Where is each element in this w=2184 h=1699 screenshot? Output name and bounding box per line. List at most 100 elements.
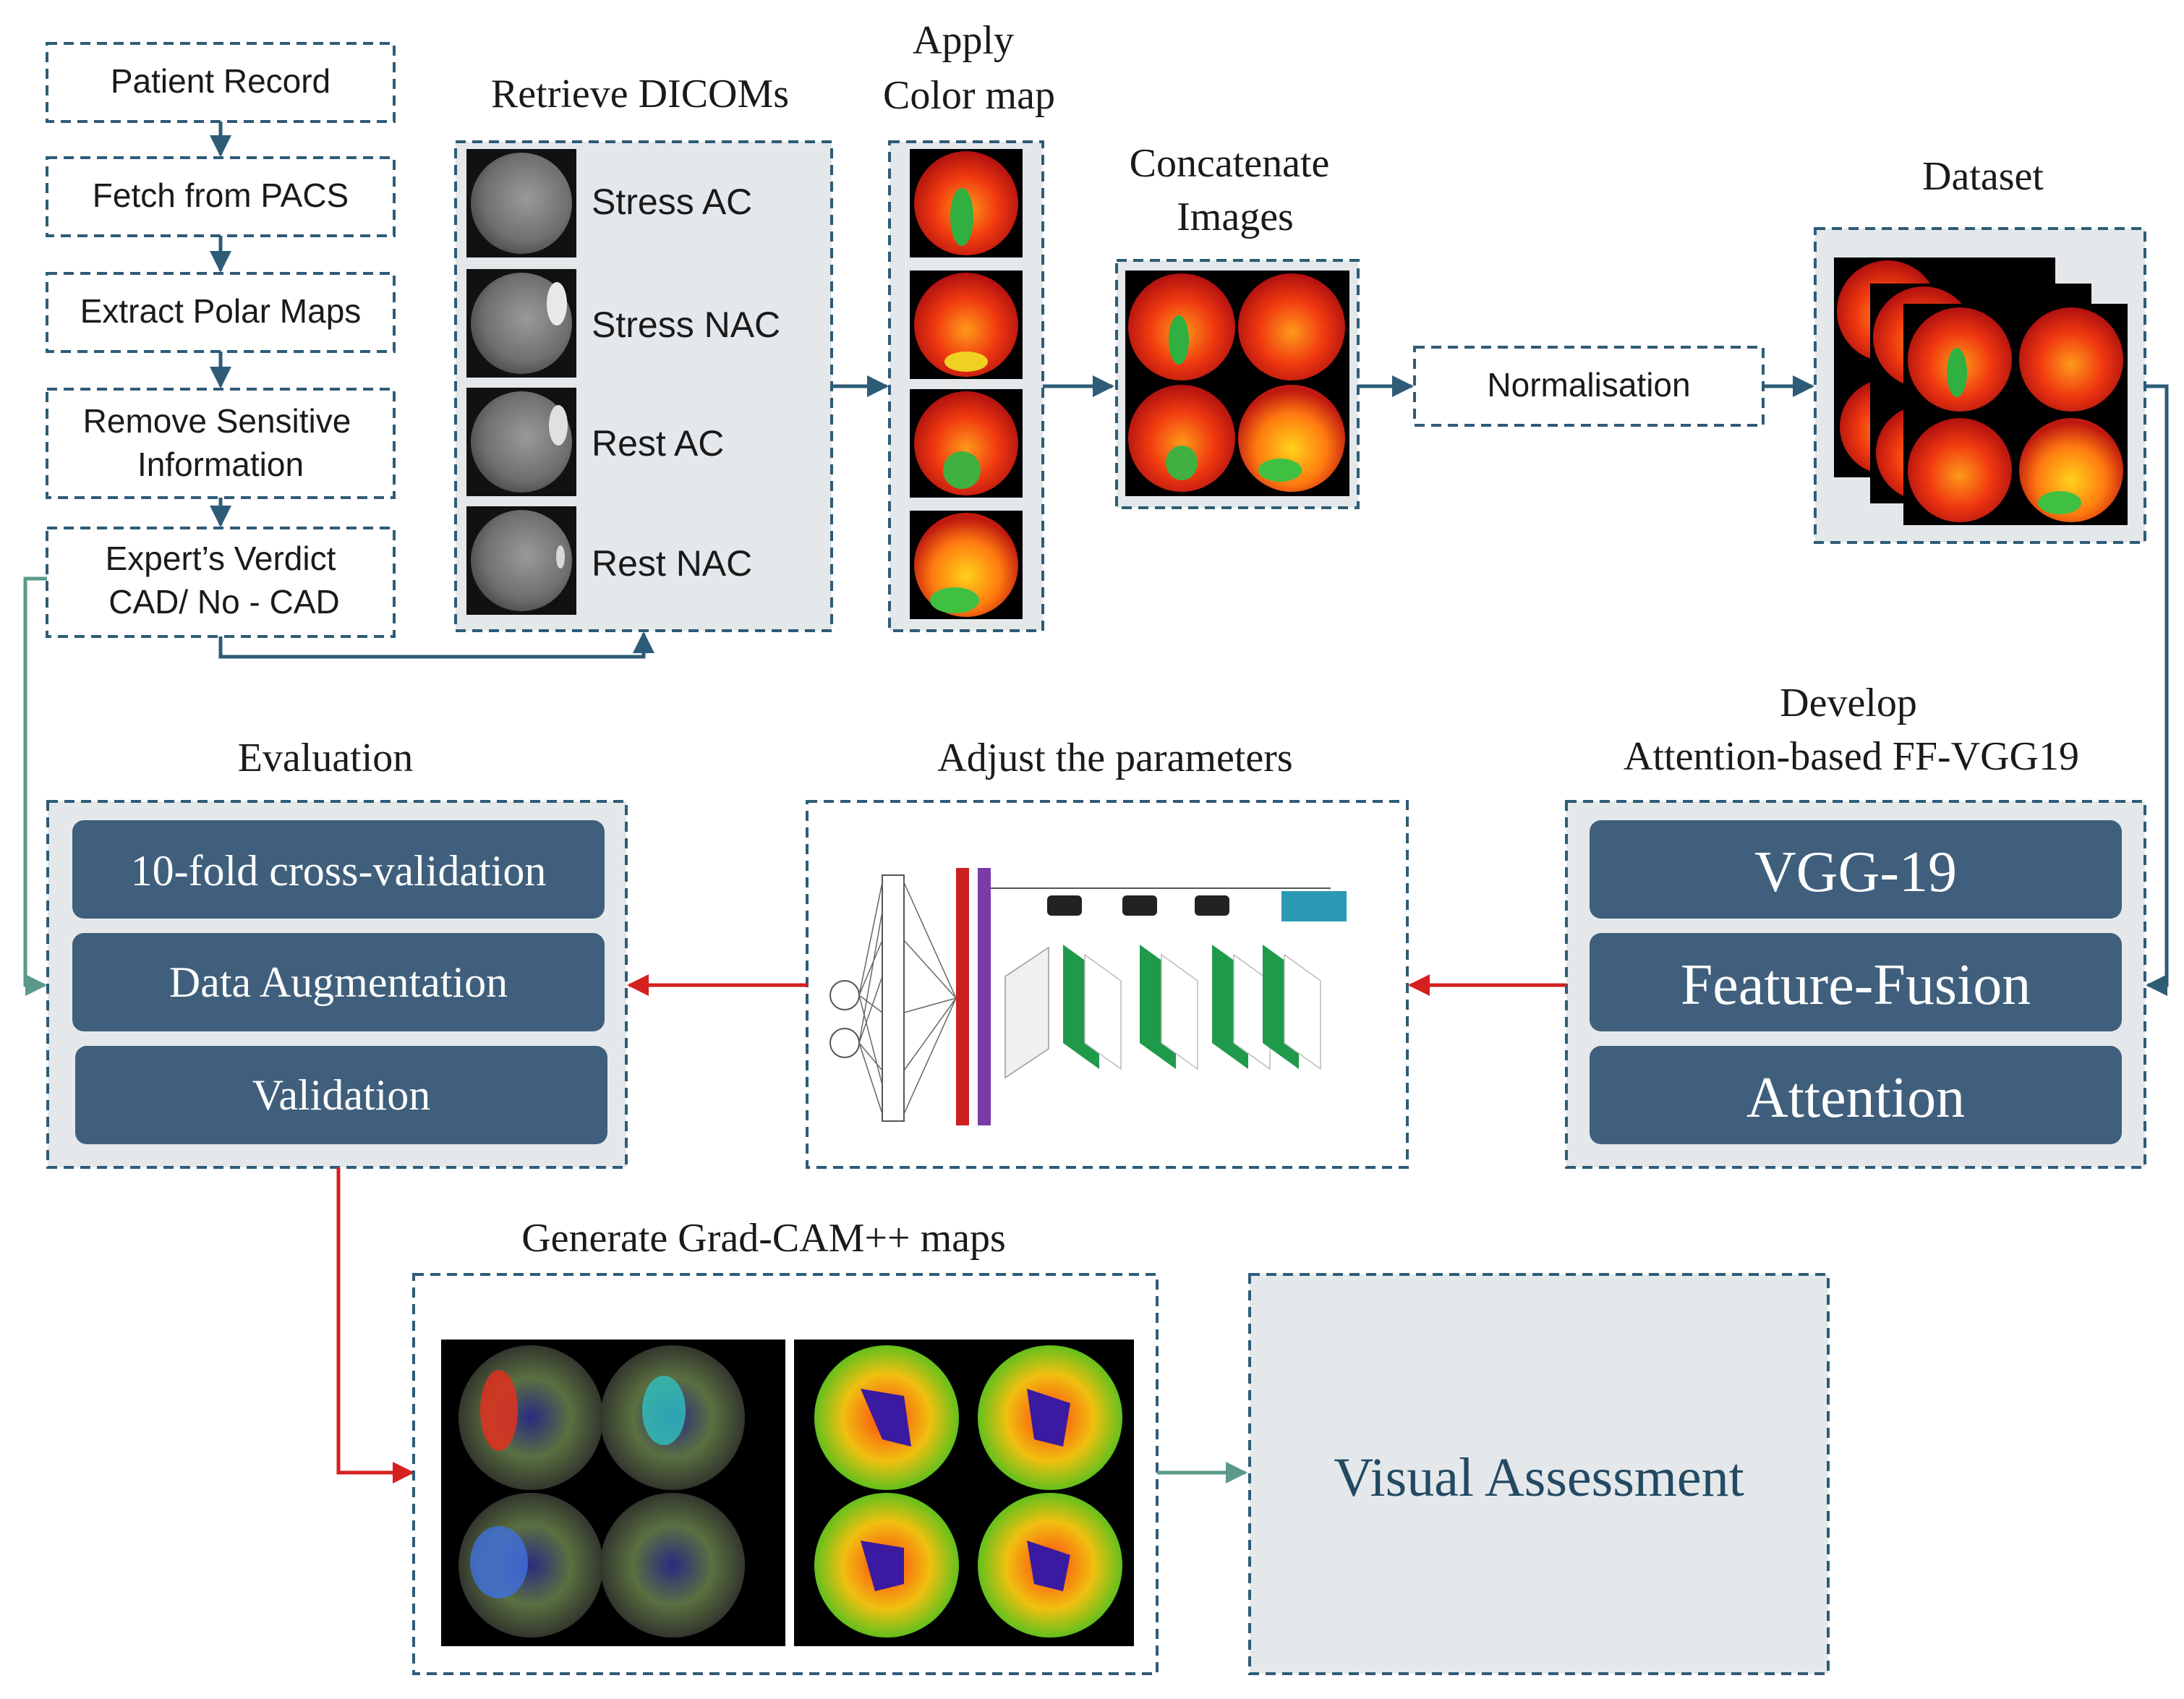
dataset-green-1 bbox=[1947, 348, 1967, 397]
dicom-hotspot-stress-nac bbox=[547, 282, 567, 325]
patient-record-label: Patient Record bbox=[111, 62, 330, 100]
pool-node-3 bbox=[1195, 895, 1229, 916]
pipeline-column: Patient Record Fetch from PACS Extract P… bbox=[23, 42, 654, 996]
concat-disc-3 bbox=[1128, 385, 1235, 492]
fetch-pacs-label: Fetch from PACS bbox=[93, 176, 349, 214]
dense-layer bbox=[882, 874, 905, 1122]
extract-polar-label: Extract Polar Maps bbox=[80, 292, 362, 330]
normalisation-label: Normalisation bbox=[1487, 366, 1690, 404]
dicom-label-stress-nac: Stress NAC bbox=[592, 305, 780, 345]
expert-verdict-line2: CAD/ No - CAD bbox=[108, 583, 339, 621]
heatmap-disc-2 bbox=[914, 273, 1018, 377]
adjust-panel: Adjust the parameters bbox=[806, 736, 1409, 1169]
pool-node-2 bbox=[1122, 895, 1157, 916]
pool-node-1 bbox=[1047, 895, 1082, 916]
output-node bbox=[1281, 891, 1347, 921]
feature-fusion-block bbox=[1590, 933, 2122, 1031]
gradcam-right-blue-3 bbox=[861, 1541, 904, 1591]
expert-verdict-box bbox=[46, 527, 396, 638]
dataset-front-disc-3 bbox=[1908, 418, 2012, 522]
dicom-disc-stress-nac bbox=[471, 273, 572, 374]
dicom-label-stress-ac: Stress AC bbox=[592, 182, 752, 222]
arrow-evaluation-to-gradcam bbox=[336, 1167, 414, 1483]
heatmap-green-1 bbox=[950, 188, 973, 246]
conv-block-4b bbox=[1284, 953, 1321, 1070]
arrow-verdict-to-evaluation bbox=[23, 576, 47, 996]
attention-block bbox=[1590, 1046, 2122, 1144]
conv-block-2b bbox=[1161, 953, 1198, 1070]
heatmap-green-4 bbox=[930, 587, 979, 613]
gradcam-right-blue-1 bbox=[861, 1389, 911, 1447]
dicom-label-rest-ac: Rest AC bbox=[592, 423, 724, 464]
heatmap-disc-3 bbox=[914, 391, 1018, 495]
retrieve-dicoms-title: Retrieve DICOMs bbox=[491, 72, 789, 116]
gradcam-left-hot-3 bbox=[470, 1526, 528, 1598]
concat-green-3 bbox=[1166, 446, 1198, 480]
attention-label: Attention bbox=[1746, 1066, 1965, 1130]
red-layer bbox=[956, 868, 969, 1125]
concatenate-title-line1: Concatenate bbox=[1130, 141, 1330, 186]
gradcam-right-blue-2 bbox=[1027, 1389, 1070, 1447]
fc-connections bbox=[903, 882, 957, 1115]
cross-validation-block bbox=[72, 820, 605, 919]
extract-polar-box bbox=[46, 272, 396, 353]
evaluation-title: Evaluation bbox=[238, 736, 414, 780]
develop-panel: Develop Attention-based FF-VGG19 VGG-19 … bbox=[1565, 681, 2146, 1169]
gradcam-title: Generate Grad-CAM++ maps bbox=[521, 1216, 1006, 1261]
dicom-disc-rest-ac bbox=[471, 391, 572, 493]
expert-verdict-line1: Expert’s Verdict bbox=[106, 540, 336, 577]
dataset-title: Dataset bbox=[1922, 154, 2044, 199]
gradcam-left-hot-1 bbox=[480, 1370, 518, 1451]
vgg19-block bbox=[1590, 820, 2122, 919]
visual-assessment-label: Visual Assessment bbox=[1334, 1447, 1744, 1508]
cross-validation-label: 10-fold cross-validation bbox=[131, 847, 547, 895]
visual-assessment-box bbox=[1248, 1273, 1830, 1675]
remove-sensitive-box bbox=[46, 388, 396, 499]
network-architecture-illustration bbox=[829, 868, 1347, 1125]
dicom-label-rest-nac: Rest NAC bbox=[592, 543, 752, 584]
colormap-title-line2: Color map bbox=[883, 73, 1055, 118]
gradcam-left-hot-2 bbox=[642, 1376, 686, 1445]
concat-green-4 bbox=[1258, 459, 1302, 482]
validation-label: Validation bbox=[252, 1071, 431, 1119]
dicom-disc-stress-ac bbox=[471, 153, 572, 254]
concat-disc-2 bbox=[1238, 273, 1345, 380]
dataset-panel: Dataset bbox=[1814, 154, 2146, 544]
dataset-green-4 bbox=[2038, 491, 2081, 514]
develop-title-line1: Develop bbox=[1780, 681, 1917, 725]
heatmap-green-3 bbox=[943, 451, 981, 489]
dataset-front-disc-2 bbox=[2019, 307, 2123, 412]
conv-block-3b bbox=[1233, 953, 1271, 1070]
dicom-hotspot-rest-ac bbox=[549, 405, 568, 446]
retrieve-dicoms-panel: Retrieve DICOMs Stress AC Stress NAC Res… bbox=[454, 72, 833, 632]
data-augmentation-block bbox=[72, 933, 605, 1031]
dicom-disc-rest-nac bbox=[471, 510, 572, 611]
concatenate-title-line2: Images bbox=[1177, 195, 1294, 239]
colormap-panel: Apply Color map bbox=[883, 18, 1055, 632]
normalisation-box bbox=[1413, 346, 1765, 427]
vgg19-label: VGG-19 bbox=[1754, 840, 1957, 904]
colormap-title-line1: Apply bbox=[913, 18, 1014, 63]
data-augmentation-label: Data Augmentation bbox=[169, 958, 508, 1006]
arrow-dataset-to-develop bbox=[2145, 384, 2169, 996]
heatmap-yellow-2 bbox=[944, 352, 988, 372]
remove-sensitive-line1: Remove Sensitive bbox=[83, 402, 351, 440]
dense-connections bbox=[858, 882, 883, 1115]
validation-block bbox=[75, 1046, 607, 1144]
concat-green-1 bbox=[1169, 315, 1189, 365]
dicom-hotspot-rest-nac bbox=[556, 545, 565, 569]
remove-sensitive-line2: Information bbox=[137, 446, 304, 483]
evaluation-panel: Evaluation 10-fold cross-validation Data… bbox=[46, 736, 628, 1169]
purple-layer bbox=[978, 868, 991, 1125]
gradcam-right-blue-4 bbox=[1027, 1541, 1070, 1591]
arrow-verdict-to-dicoms bbox=[218, 631, 654, 659]
develop-title-line2: Attention-based FF-VGG19 bbox=[1624, 734, 2079, 779]
gradcam-left-disc-4 bbox=[600, 1493, 745, 1638]
gradcam-panel: Generate Grad-CAM++ maps bbox=[412, 1216, 1159, 1675]
concatenate-panel: Concatenate Images bbox=[1115, 141, 1360, 509]
conv-block-1b bbox=[1084, 953, 1122, 1070]
patient-record-box bbox=[46, 42, 396, 123]
adjust-title: Adjust the parameters bbox=[937, 736, 1292, 780]
gradcam-left-disc-1 bbox=[458, 1345, 603, 1490]
